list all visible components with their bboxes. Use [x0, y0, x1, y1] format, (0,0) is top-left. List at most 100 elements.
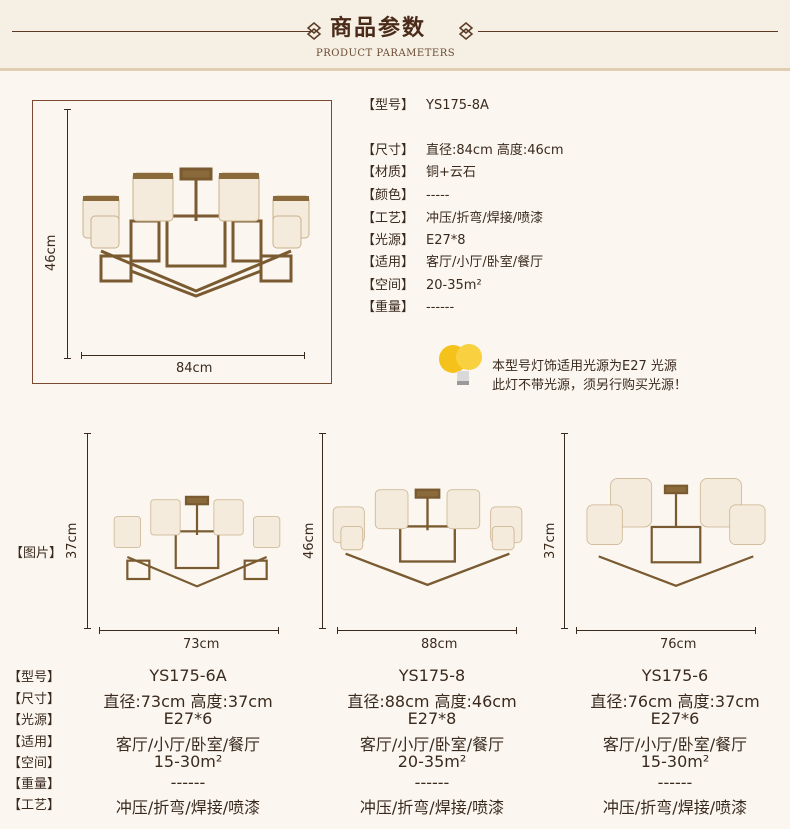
note-line-2: 此灯不带光源，须另行购买光源！	[492, 378, 688, 393]
spec-value: E27*8	[426, 233, 466, 248]
spec-row: 【工艺】冲压/折弯/焊接/喷漆	[362, 207, 543, 226]
spec-value: ------	[426, 300, 455, 315]
table-key: 【工艺】	[8, 798, 61, 813]
table-key: 【型号】	[8, 670, 61, 685]
spec-value: 直径:84cm 高度:46cm	[426, 143, 564, 158]
spec-value: 20-35m²	[426, 278, 482, 293]
height-measure-tick	[561, 433, 568, 434]
width-measure-line	[99, 630, 279, 631]
note-line-1: 本型号灯饰适用光源为E27 光源	[492, 359, 677, 374]
table-cell: 冲压/折弯/焊接/喷漆	[359, 798, 505, 817]
light-bulb-icon	[439, 344, 482, 385]
spec-value: 冲压/折弯/焊接/喷漆	[426, 211, 544, 226]
width-measure-tick	[516, 627, 517, 634]
spec-key: 【型号】	[362, 98, 415, 113]
table-key: 【空间】	[8, 756, 61, 771]
table-cell: 冲压/折弯/焊接/喷漆	[115, 798, 261, 817]
height-measure-tick	[319, 628, 326, 629]
height-label: 37cm	[65, 522, 80, 559]
height-measure-tick	[84, 628, 91, 629]
spec-value: YS175-8A	[426, 98, 489, 113]
width-label: 88cm	[421, 637, 458, 652]
table-cell: ------	[170, 773, 206, 792]
height-label: 37cm	[543, 522, 558, 559]
width-measure-tick	[337, 627, 338, 634]
height-label: 46cm	[44, 234, 59, 271]
spec-row: 【光源】 E27*8	[362, 229, 466, 248]
width-label: 76cm	[660, 637, 697, 652]
height-measure-tick	[84, 433, 91, 434]
table-key: 【尺寸】	[8, 692, 61, 707]
height-measure-line	[322, 433, 323, 629]
header-separator	[0, 68, 790, 71]
spec-value: 客厅/小厅/卧室/餐厅	[426, 255, 544, 270]
width-measure-tick	[99, 627, 100, 634]
images-label: 【图片】	[10, 546, 63, 561]
width-measure-tick	[576, 627, 577, 634]
height-measure-line	[67, 109, 68, 359]
spec-key: 【颜色】	[362, 188, 415, 203]
table-cell: 15-30m²	[153, 752, 223, 771]
table-cell: YS175-6A	[149, 666, 227, 685]
width-measure-line	[337, 630, 517, 631]
height-measure-tick	[319, 433, 326, 434]
spec-key: 【工艺】	[362, 211, 415, 226]
height-label: 46cm	[302, 522, 317, 559]
spec-row: 【材质】铜+云石	[362, 161, 476, 180]
table-cell: 15-30m²	[640, 752, 710, 771]
width-measure-tick	[304, 352, 305, 359]
table-cell: 20-35m²	[397, 752, 467, 771]
table-cell: E27*6	[650, 709, 700, 728]
spec-key: 【尺寸】	[362, 143, 415, 158]
content-area: 46cm 84cm 【型号】YS175-8A 【尺寸】直径:84cm 高度:46…	[0, 71, 790, 829]
header-divider-left	[12, 31, 312, 32]
width-measure-tick	[755, 627, 756, 634]
table-cell: 直径:88cm 高度:46cm	[347, 692, 517, 711]
spec-row: 【尺寸】直径:84cm 高度:46cm	[362, 139, 564, 158]
table-key: 【光源】	[8, 713, 61, 728]
height-measure-line	[87, 433, 88, 629]
spec-value: 铜+云石	[426, 165, 476, 180]
table-cell: ------	[414, 773, 450, 792]
height-measure-line	[564, 433, 565, 629]
spec-row: 【型号】 YS175-8A	[362, 94, 489, 113]
width-measure-tick	[81, 352, 82, 359]
table-cell: 直径:76cm 高度:37cm	[590, 692, 760, 711]
table-cell: 直径:73cm 高度:37cm	[103, 692, 273, 711]
chandelier-image	[113, 495, 281, 588]
spec-key: 【空间】	[362, 278, 415, 293]
table-cell: YS175-8	[398, 666, 466, 685]
table-cell: 客厅/小厅/卧室/餐厅	[602, 735, 748, 754]
spec-row: 【颜色】 -----	[362, 184, 449, 203]
spec-key: 【光源】	[362, 233, 415, 248]
table-cell: ------	[657, 773, 693, 792]
chandelier-image	[586, 478, 766, 588]
width-measure-line	[576, 630, 756, 631]
table-cell: E27*6	[163, 709, 213, 728]
table-cell: 冲压/折弯/焊接/喷漆	[602, 798, 748, 817]
width-label: 73cm	[183, 637, 220, 652]
chandelier-image	[332, 488, 523, 587]
spec-value: -----	[426, 188, 450, 203]
height-measure-tick	[64, 109, 71, 110]
table-cell: 客厅/小厅/卧室/餐厅	[115, 735, 261, 754]
table-cell: E27*8	[407, 709, 457, 728]
page-header: 商品参数 PRODUCT PARAMETERS	[0, 0, 790, 70]
width-measure-line	[81, 355, 305, 356]
header-divider-right	[478, 31, 778, 32]
spec-key: 【重量】	[362, 300, 415, 315]
spec-row: 【重量】 ------	[362, 296, 454, 315]
width-measure-tick	[278, 627, 279, 634]
table-key: 【适用】	[8, 735, 61, 750]
chandelier-image	[82, 167, 310, 298]
height-measure-tick	[64, 358, 71, 359]
table-cell: 客厅/小厅/卧室/餐厅	[359, 735, 505, 754]
table-cell: YS175-6	[641, 666, 709, 685]
spec-key: 【材质】	[362, 165, 415, 180]
height-measure-tick	[561, 628, 568, 629]
spec-key: 【适用】	[362, 255, 415, 270]
spec-row: 【适用】客厅/小厅/卧室/餐厅	[362, 251, 543, 270]
page-title: 商品参数	[330, 16, 427, 41]
chinese-knot-icon	[458, 22, 474, 40]
page-subtitle: PRODUCT PARAMETERS	[316, 48, 456, 59]
